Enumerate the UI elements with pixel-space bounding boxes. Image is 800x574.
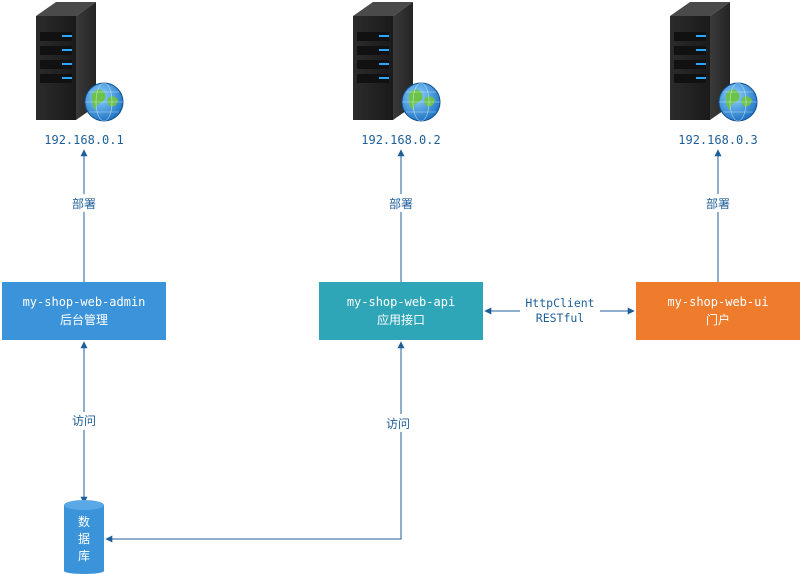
service-api-name: my-shop-web-api (347, 295, 455, 309)
service-ui-name: my-shop-web-ui (667, 295, 768, 309)
service-api-desc: 应用接口 (377, 312, 425, 327)
server-globe-icon (352, 1, 441, 122)
access-label-api: 访问 (386, 417, 410, 431)
database-label-char-1: 数 (78, 514, 90, 529)
server-1-ip: 192.168.0.1 (44, 133, 123, 147)
access-label-admin: 访问 (72, 414, 96, 428)
service-box-admin: my-shop-web-admin 后台管理 (2, 282, 166, 340)
service-admin-name: my-shop-web-admin (23, 295, 146, 309)
deploy-label-api: 部署 (389, 196, 413, 211)
database-label-char-3: 库 (78, 548, 90, 563)
server-2-ip: 192.168.0.2 (361, 133, 440, 147)
server-globe-icon (669, 1, 758, 122)
service-box-api: my-shop-web-api 应用接口 (319, 282, 483, 340)
server-2 (352, 1, 441, 122)
database-cylinder: 数 据 库 (64, 500, 104, 574)
server-3 (669, 1, 758, 122)
service-ui-desc: 门户 (706, 312, 730, 327)
api-ui-link-line1: HttpClient (525, 296, 594, 310)
service-box-ui: my-shop-web-ui 门户 (636, 282, 800, 340)
server-3-ip: 192.168.0.3 (678, 133, 757, 147)
deploy-label-admin: 部署 (72, 196, 96, 211)
database-label-char-2: 据 (78, 532, 90, 546)
server-globe-icon (35, 1, 124, 122)
service-admin-desc: 后台管理 (60, 312, 108, 327)
api-ui-link-line2: RESTful (536, 311, 584, 325)
server-1 (35, 1, 124, 122)
deploy-label-ui: 部署 (706, 196, 730, 211)
api-db-connector (105, 341, 405, 543)
